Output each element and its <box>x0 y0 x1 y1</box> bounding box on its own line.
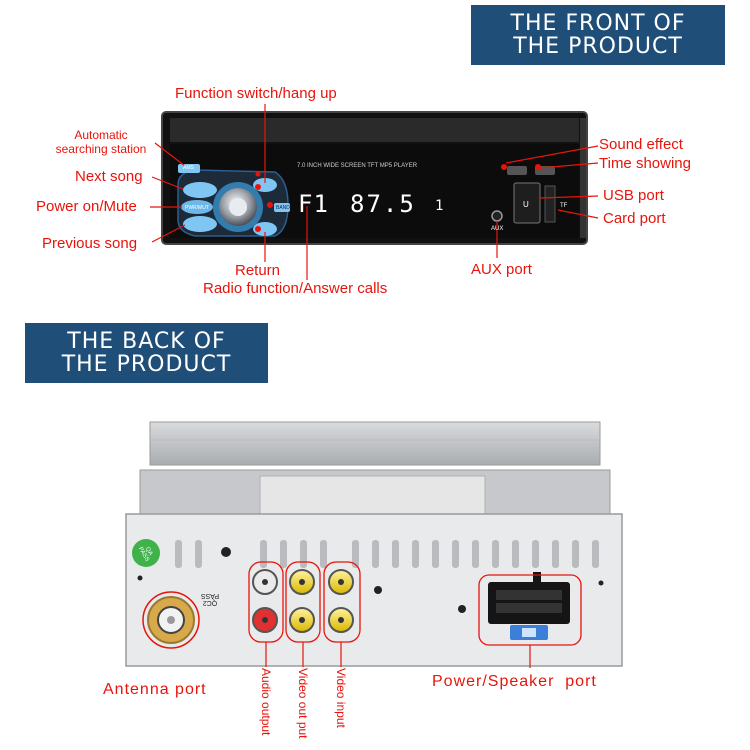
antenna-port[interactable] <box>147 596 195 644</box>
qc-stamp: QC2 PASS <box>200 592 220 606</box>
sound-effect-label: Sound effect <box>599 136 683 153</box>
band-button-label: BAND <box>276 205 290 211</box>
tf-mark: TF <box>560 203 568 209</box>
video-input-label: Video input <box>334 668 348 728</box>
usb-port[interactable] <box>513 182 541 224</box>
display-frequency: 87.5 <box>350 190 416 218</box>
screen-label: 7.0 INCH WIDE SCREEN TFT MP5 PLAYER <box>297 163 418 169</box>
usb-mark: U <box>523 200 529 209</box>
card-slot[interactable] <box>544 185 556 223</box>
back-banner: THE BACK OF THE PRODUCT <box>25 323 268 383</box>
aux-mark: AUX <box>491 226 504 232</box>
rca-jacks <box>252 569 354 633</box>
power-speaker-connector[interactable] <box>488 572 570 640</box>
back-banner-line1: THE BACK OF <box>67 329 226 354</box>
return-label: Return <box>235 262 281 279</box>
display-band: F1 <box>298 190 329 218</box>
next-song-label: Next song <box>75 168 143 185</box>
aux-port-label: AUX port <box>471 261 532 278</box>
back-callout-lines <box>265 642 531 668</box>
front-banner-line2: THE PRODUCT <box>513 34 683 59</box>
front-callout-lines <box>150 104 599 280</box>
usb-port-label: USB port <box>603 187 664 204</box>
audio-output-label: Audio output <box>259 668 273 736</box>
aux-jack[interactable] <box>491 210 503 222</box>
power-mute-button[interactable] <box>181 200 213 214</box>
front-banner: THE FRONT OF THE PRODUCT <box>471 5 725 65</box>
video-out-put-label: Video out put <box>296 668 310 739</box>
previous-song-button[interactable] <box>183 216 217 232</box>
antenna-highlight <box>142 591 200 649</box>
power-speaker-port-label: Power/Speaker port <box>432 673 597 690</box>
auto-search-label: Automatic searching station <box>55 128 147 156</box>
front-banner-line1: THE FRONT OF <box>510 11 686 36</box>
previous-song-label: Previous song <box>42 235 138 252</box>
display-channel: 1 <box>435 198 444 214</box>
control-cluster <box>177 164 290 237</box>
power-mute-label: Power on/Mute <box>36 198 137 215</box>
pwr-button-label: PWR/MUT <box>185 205 209 211</box>
ams-button-label: AMS <box>183 165 194 171</box>
back-banner-line2: THE PRODUCT <box>61 352 232 377</box>
radio-function-label: Radio function/Answer calls <box>203 280 388 297</box>
antenna-port-label: Antenna port <box>103 681 207 698</box>
function-switch-label: Function switch/hang up <box>175 85 337 102</box>
next-song-button[interactable] <box>183 182 217 198</box>
card-port-label: Card port <box>603 210 666 227</box>
qa-sticker <box>132 539 160 567</box>
band-button[interactable] <box>274 203 290 212</box>
ams-button[interactable] <box>178 164 200 173</box>
time-showing-label: Time showing <box>599 155 691 172</box>
rear-vents <box>175 540 599 568</box>
return-button[interactable] <box>253 222 277 236</box>
sound-effect-button[interactable] <box>507 166 527 175</box>
